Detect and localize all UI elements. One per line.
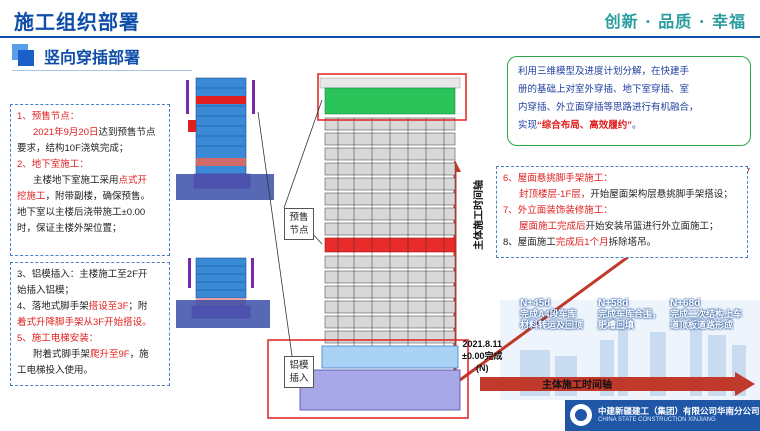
start-date: 2021.8.11	[462, 339, 502, 349]
milestone-text: 材料转运及回顶	[520, 320, 584, 330]
milestone-text: 道顶板道路形成	[670, 320, 734, 330]
formwork-callout: 铝模 插入	[284, 356, 314, 388]
presale-callout: 预售 节点	[284, 208, 314, 240]
roof-formwork	[324, 87, 456, 115]
summary-line-3: 内穿插、外立面穿插等思路进行有机融合，	[518, 102, 699, 113]
elevator-level: 爬升至9F	[90, 349, 130, 360]
note-heading-basement: 2、地下室施工：	[17, 159, 89, 170]
scaffold-text: 4、落地式脚手架	[17, 301, 89, 312]
summary-line-1: 利用三维模型及进度计划分解，在快建手	[518, 66, 690, 77]
milestone-text: 肥槽回填	[598, 320, 635, 330]
facade-text: 开始安装吊篮进行外立面施工；	[585, 221, 719, 232]
roof-topout: 封顶楼层-1F层，	[519, 189, 591, 200]
milestone-day: N+58d	[598, 298, 629, 309]
elevator-text: 附着式脚手架	[33, 349, 91, 360]
basement	[299, 369, 461, 411]
section-icon	[12, 44, 34, 66]
header-divider	[0, 36, 760, 38]
basement-method: 点式开	[118, 175, 148, 186]
roof-highlight	[317, 73, 467, 121]
basement-method-cont: 挖施工	[17, 191, 46, 202]
slogan: 创新 · 品质 · 幸福	[604, 12, 746, 31]
formwork-scaffold-notes: 3、铝模插入：主楼施工至2F开 始插入铝模； 4、落地式脚手架搭设至3F；附 着…	[10, 262, 170, 386]
header: 施工组织部署 创新 · 品质 · 幸福	[0, 0, 760, 38]
company-logo-icon	[570, 404, 592, 426]
milestone-text: 完成A4段车库	[520, 309, 577, 319]
timeline-start: 2021.8.11 ±0.00完成 (N)	[462, 338, 502, 374]
note-heading-elevator: 5、施工电梯安装：	[17, 333, 99, 344]
summary-line-4: 实现	[518, 120, 538, 131]
formwork-note-cont: 始插入铝模；	[17, 285, 75, 296]
basement-highlight	[267, 339, 469, 419]
elevator-note: 工电梯投入使用。	[17, 365, 94, 376]
horizontal-axis-label: 主体施工时间轴	[542, 380, 612, 391]
milestone-58d: N+58d 完成车库合围， 肥槽回填	[598, 298, 661, 331]
elevator-text-cont: ，施	[129, 349, 149, 360]
scaffold-text-cont: ；附	[128, 301, 148, 312]
milestone-text: 完成车库合围，	[598, 309, 662, 319]
note-heading-facade: 7、外立面装饰装修施工：	[503, 205, 613, 216]
page-title: 施工组织部署	[14, 12, 140, 34]
section-title: 竖向穿插部署	[44, 50, 141, 67]
milestone-45d: N+45d 完成A4段车库 材料转运及回顶	[520, 298, 583, 331]
presale-basement-notes: 1、预售节点： 2021年9月20日达到预售节点 要求，结构10F浇筑完成； 2…	[10, 104, 170, 256]
formwork-note: 3、铝模插入：主楼施工至2F开	[17, 269, 148, 280]
scaffold-level: 搭设至3F	[88, 301, 129, 312]
basement-note: 地下室以主楼后浇带施工±0.00	[17, 207, 146, 218]
roof-text: 开始屋面架构层悬挑脚手架搭设；	[590, 189, 733, 200]
presale-date: 2021年9月20日	[33, 127, 99, 138]
basement-text-cont: ，附带副楼，确保预售。	[45, 191, 151, 202]
crane-text: 8、屋面施工	[503, 237, 556, 248]
presale-requirement: 要求，结构10F浇筑完成；	[17, 143, 129, 154]
company-name: 中建新疆建工（集团）有限公司华南分公司	[598, 406, 760, 416]
facade-condition: 屋面施工完成后	[519, 221, 586, 232]
footer-band	[565, 400, 760, 431]
milestone-day: N+68d	[670, 298, 701, 309]
company-name-en: CHINA STATE CONSTRUCTION XINJIANG	[598, 417, 716, 423]
presale-text: 达到预售节点	[98, 127, 156, 138]
lifting-scaffold-note: 着式升降脚手架从3F开始搭设。	[17, 317, 152, 328]
formwork-floor	[321, 345, 459, 369]
main-tower	[299, 77, 461, 411]
crane-timing: 完成后1个月	[555, 237, 609, 248]
start-tag: (N)	[475, 363, 489, 373]
basement-text: 主楼地下室施工采用	[33, 175, 119, 186]
integration-summary: 利用三维模型及进度计划分解，在快建手 册的基础上对室外穿插、地下室穿插、室 内穿…	[507, 56, 751, 146]
vertical-axis-label: 主体施工时间轴	[474, 180, 485, 250]
milestone-68d: N+68d 完成二次结构上车 道顶板道路形成	[670, 298, 742, 331]
roof-facade-notes: 6、屋面悬挑脚手架施工： 封顶楼层-1F层，开始屋面架构层悬挑脚手架搭设； 7、…	[496, 166, 748, 258]
summary-highlight: “综合布局、高效履约”	[537, 120, 633, 131]
crane-text-cont: 拆除塔吊。	[608, 237, 657, 248]
start-note: ±0.00完成	[462, 351, 503, 361]
mini-tower-formwork	[176, 257, 270, 328]
timeline-axis	[480, 377, 735, 391]
milestone-text: 完成二次结构上车	[670, 309, 743, 319]
milestone-day: N+45d	[520, 298, 551, 309]
section-underline	[12, 70, 192, 71]
mini-tower-presale	[176, 77, 274, 200]
timeline-arrowhead	[735, 372, 755, 396]
note-heading-roof: 6、屋面悬挑脚手架施工：	[503, 173, 613, 184]
note-heading-presale: 1、预售节点：	[17, 111, 80, 122]
summary-line-2: 册的基础上对室外穿插、地下室穿插、室	[518, 84, 690, 95]
summary-end: 。	[632, 120, 642, 131]
basement-note-cont: 时，保证主楼外架位置；	[17, 223, 122, 234]
